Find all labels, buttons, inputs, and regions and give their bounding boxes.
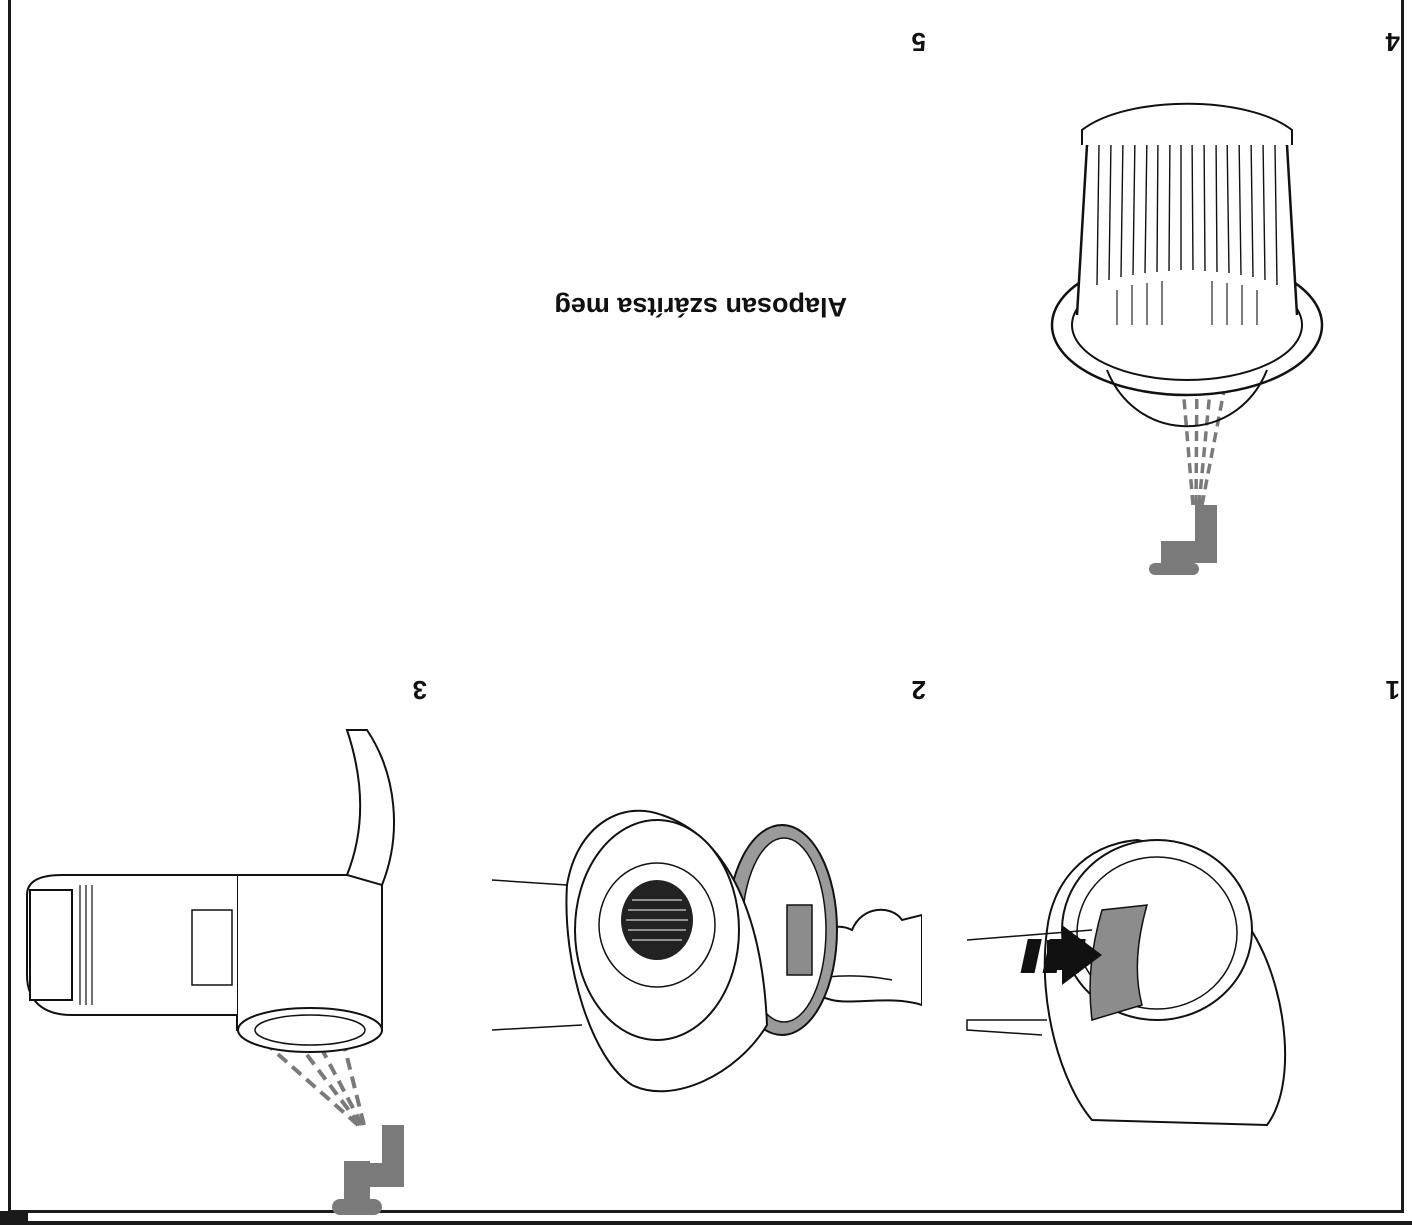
step-5-caption: Alaposan szárítsa meg <box>554 292 847 322</box>
faucet-icon <box>332 1125 404 1215</box>
step-4-illustration <box>1050 102 1324 575</box>
step-5-number: 5 <box>911 27 926 57</box>
push-arrow-icon <box>1020 925 1102 985</box>
step-1-illustration <box>966 838 1287 1127</box>
faucet-icon <box>1149 505 1217 575</box>
step-2-illustration <box>492 809 922 1093</box>
step-1-number: 1 <box>1385 675 1400 705</box>
step-4-number: 4 <box>1385 27 1400 57</box>
top-rule <box>0 1221 1412 1225</box>
step-3-number: 3 <box>412 675 427 705</box>
step-3-illustration <box>26 729 404 1215</box>
step-2-number: 2 <box>911 675 926 705</box>
